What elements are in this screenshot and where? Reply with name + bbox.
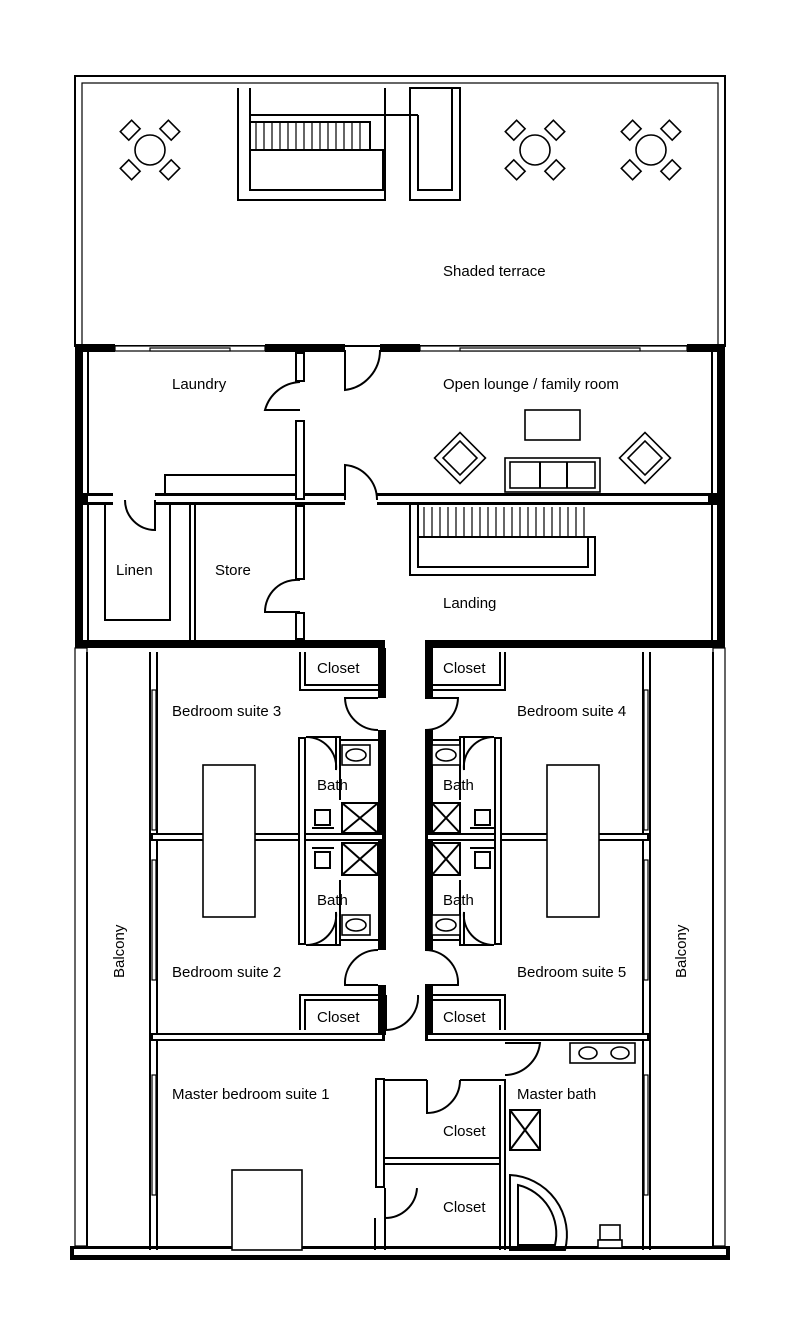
label-bedroom-4: Bedroom suite 4 bbox=[517, 703, 626, 720]
label-closet-4: Closet bbox=[443, 660, 486, 677]
table-set-left bbox=[119, 119, 181, 181]
label-master-bedroom: Master bedroom suite 1 bbox=[172, 1086, 330, 1103]
table-set-right bbox=[620, 119, 682, 181]
label-landing: Landing bbox=[443, 595, 496, 612]
label-closet-3: Closet bbox=[317, 660, 360, 677]
label-bath-4: Bath bbox=[443, 777, 474, 794]
upper-block-walls bbox=[75, 344, 725, 648]
label-shaded-terrace: Shaded terrace bbox=[443, 263, 546, 280]
label-bath-5: Bath bbox=[443, 892, 474, 909]
label-master-bath: Master bath bbox=[517, 1086, 596, 1103]
doors-upper bbox=[124, 349, 382, 613]
label-bedroom-3: Bedroom suite 3 bbox=[172, 703, 281, 720]
label-master-closet-2: Closet bbox=[443, 1199, 486, 1216]
label-bath-3: Bath bbox=[317, 777, 348, 794]
terrace-outline bbox=[74, 75, 726, 347]
label-balcony-right: Balcony bbox=[673, 924, 690, 978]
landing-stair bbox=[409, 505, 596, 576]
bedroom-wing-walls bbox=[149, 648, 651, 1251]
label-master-closet-1: Closet bbox=[443, 1123, 486, 1140]
lounge-furniture bbox=[433, 409, 672, 493]
room-labels: Shaded terrace Laundry Open lounge / fam… bbox=[111, 263, 690, 1216]
terrace-stair bbox=[237, 87, 461, 201]
label-bedroom-5: Bedroom suite 5 bbox=[517, 964, 626, 981]
label-balcony-left: Balcony bbox=[111, 924, 128, 978]
doors-bedroom-wing bbox=[305, 697, 542, 1220]
label-laundry: Laundry bbox=[172, 376, 227, 393]
label-lounge: Open lounge / family room bbox=[443, 376, 619, 393]
label-linen: Linen bbox=[116, 562, 153, 579]
table-set-middle bbox=[504, 119, 566, 181]
balconies bbox=[70, 647, 730, 1260]
label-closet-2: Closet bbox=[317, 1009, 360, 1026]
label-closet-5: Closet bbox=[443, 1009, 486, 1026]
label-bedroom-2: Bedroom suite 2 bbox=[172, 964, 281, 981]
label-bath-2: Bath bbox=[317, 892, 348, 909]
label-store: Store bbox=[215, 562, 251, 579]
